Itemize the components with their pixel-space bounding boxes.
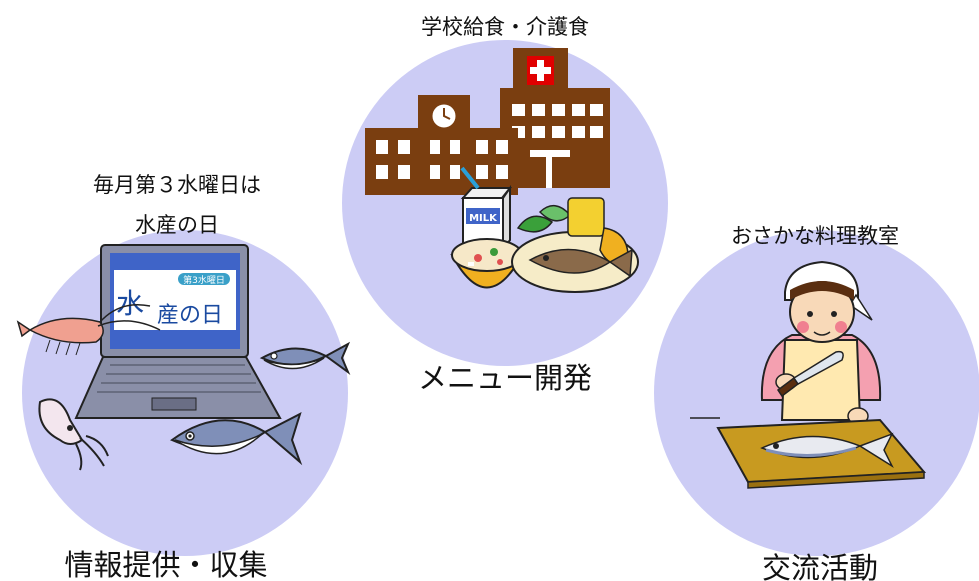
school-meal-caption: 学校給食・介護食 [421, 15, 589, 39]
school-building-icon [365, 95, 518, 195]
knife-icon [776, 350, 844, 398]
shrimp-icon [16, 304, 161, 356]
small-fish-icon [259, 341, 351, 375]
information-exchange-group: 毎月第３水曜日は 水産の日 第3水曜日 水 産の日 [16, 173, 351, 581]
squid-icon [38, 398, 109, 471]
laptop-icon: 第3水曜日 水 産の日 [74, 244, 282, 419]
community-activity-group: おさかな料理教室 [654, 224, 979, 581]
hospital-icon [500, 48, 610, 188]
screen-title-b: 産の日 [157, 303, 223, 328]
screen-badge: 第3水曜日 [183, 274, 225, 286]
community-activity-label: 交流活動 [762, 551, 878, 581]
miso-soup-icon [450, 238, 524, 289]
fish-icon [170, 412, 303, 466]
menu-development-label: メニュー開発 [418, 361, 592, 395]
fish-day-caption-line1: 毎月第３水曜日は [93, 173, 261, 197]
board-fish-icon [760, 432, 894, 469]
milk-label: MILK [469, 213, 498, 224]
fish-dish-icon [511, 197, 639, 293]
menu-development-group: 学校給食・介護食 [342, 15, 668, 395]
cooking-class-caption: おさかな料理教室 [731, 224, 899, 248]
information-exchange-label: 情報提供・収集 [64, 548, 267, 581]
screen-title-a: 水 [116, 287, 144, 320]
fish-day-caption-line2: 水産の日 [135, 213, 219, 237]
